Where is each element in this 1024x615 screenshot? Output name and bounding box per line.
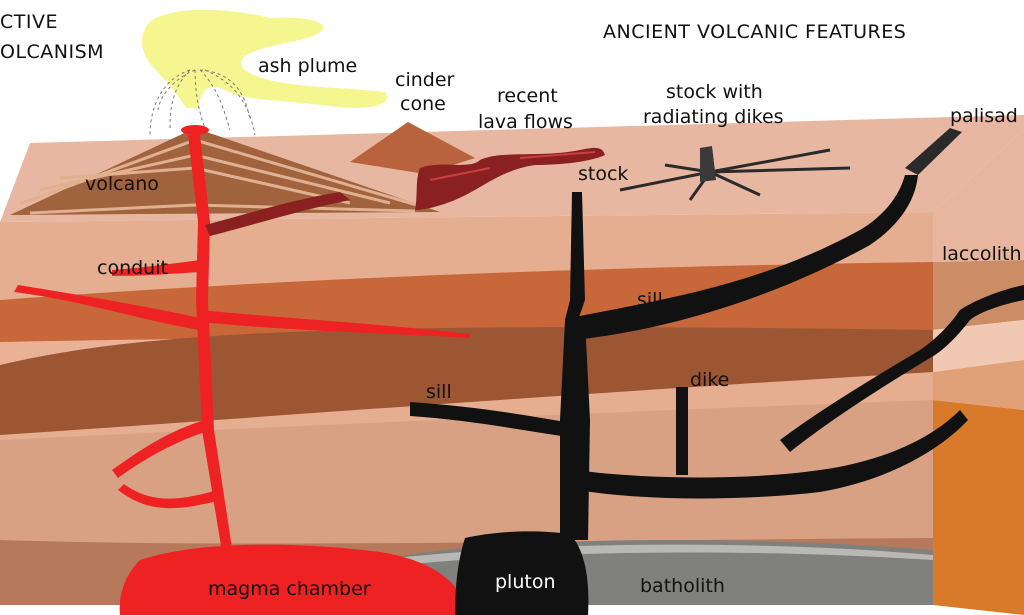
laccolith-body (780, 285, 1024, 452)
label-stock-with-dikes-line1: stock with (666, 81, 763, 103)
lower-sill (410, 402, 575, 438)
lava-flow (415, 147, 605, 210)
magma-branch (14, 285, 200, 330)
label-ash-plume: ash plume (258, 55, 357, 77)
label-conduit: conduit (97, 257, 168, 279)
cinder-cone (350, 122, 475, 174)
lava-flow-highlight (429, 151, 596, 181)
cinder-cone-body (350, 122, 475, 174)
recent-lava-flows (415, 147, 605, 210)
magma-chamber-body (119, 544, 470, 615)
dike-ray (709, 170, 761, 197)
label-dike: dike (690, 369, 729, 391)
lower-feeder (575, 410, 968, 499)
magma-branch (112, 420, 205, 478)
pluton-body (455, 531, 589, 615)
label-sill-lower: sill (426, 381, 452, 403)
dike-ray (709, 148, 831, 174)
conduit (188, 135, 232, 552)
label-cinder-cone-line1: cinder (395, 69, 455, 91)
dike-ray (619, 170, 711, 192)
side-layer-3 (933, 360, 1024, 410)
label-batholith: batholith (640, 575, 725, 597)
label-volcano: volcano (85, 173, 159, 195)
upper-sill (570, 175, 918, 340)
label-cinder-cone-line2: cone (400, 93, 446, 115)
dike-to-surface (205, 192, 350, 236)
heading-active-volcanism-line1: CTIVE (0, 11, 58, 33)
label-stock: stock (578, 163, 628, 185)
cone-body (10, 128, 440, 215)
heading-active-volcanism-line2: OLCANISM (0, 41, 104, 63)
label-laccolith: laccolith (942, 243, 1022, 265)
ash-cloud (141, 9, 388, 109)
heading-ancient-volcanic-features: ANCIENT VOLCANIC FEATURES (603, 21, 906, 43)
label-recent-lava-line1: recent (497, 85, 558, 107)
cone-layer-line (29, 203, 416, 215)
magma-system (14, 135, 470, 615)
label-stock-with-dikes-line2: radiating dikes (643, 106, 784, 128)
surface-stock (700, 146, 716, 182)
side-layer-1 (933, 260, 1024, 330)
magma-branch (112, 260, 200, 276)
ash-plume (141, 9, 388, 136)
stock-conduit (565, 192, 585, 320)
radiating-dikes (619, 148, 851, 201)
label-pluton: pluton (495, 571, 556, 593)
label-sill-upper: sill (637, 289, 663, 311)
label-palisades: palisad (950, 105, 1018, 127)
dike (676, 387, 688, 475)
magma-branch (118, 484, 222, 509)
pluton-neck (560, 420, 590, 540)
side-top (933, 130, 1024, 262)
label-recent-lava-line2: lava flows (478, 111, 573, 133)
block-side-face (933, 130, 1024, 615)
label-magma-chamber: magma chamber (208, 578, 371, 600)
side-layer-4 (933, 400, 1024, 615)
intrusions (410, 175, 1024, 615)
crater-glow (181, 125, 209, 135)
magma-branch (200, 310, 470, 338)
dike-ray (709, 166, 851, 174)
ash-fall-lines (149, 69, 256, 136)
palisades-outcrop (905, 128, 962, 175)
